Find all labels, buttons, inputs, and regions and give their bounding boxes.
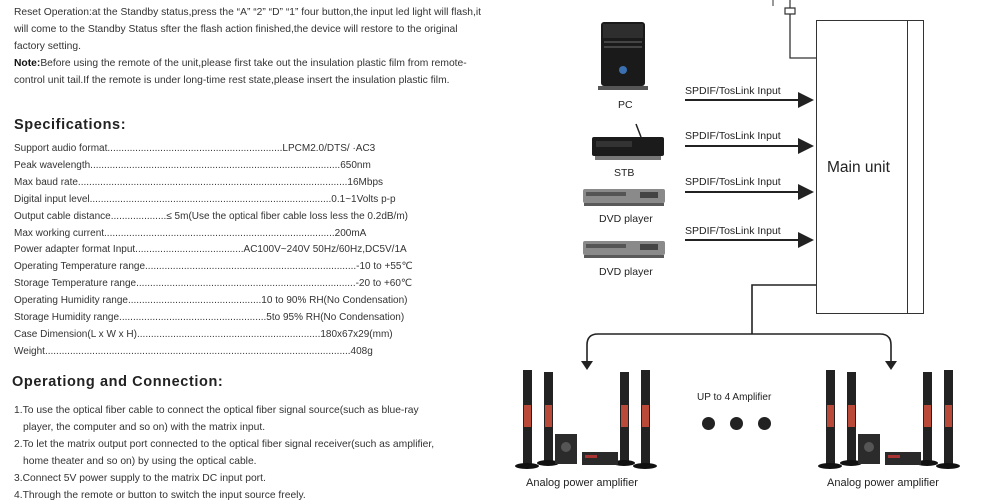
spec-row: Storage Humidity range..................… <box>14 312 405 323</box>
operation-line: 2.To let the matrix output port connecte… <box>14 439 435 450</box>
up-to-amplifier-label: UP to 4 Amplifier <box>697 392 772 403</box>
spec-row: Weight..................................… <box>14 345 373 357</box>
spec-row: Case Dimension(L x W x H)...............… <box>14 328 393 340</box>
output-connector <box>586 284 892 363</box>
dvd-player-icon <box>583 189 665 206</box>
home-theater-right-icon <box>818 370 960 469</box>
spec-row: Output cable distance...................… <box>14 210 408 222</box>
reset-operation-text: Reset Operation:at the Standby status,pr… <box>14 7 482 52</box>
note-label: Note: <box>14 58 41 69</box>
amplifier-label-right: Analog power amplifier <box>827 477 939 489</box>
spec-row: Max baud rate...........................… <box>14 176 383 188</box>
specifications-heading: Specifications: <box>14 117 127 133</box>
main-unit-label: Main unit <box>827 159 890 176</box>
power-cable-icon <box>772 0 816 59</box>
operation-line: 1.To use the optical fiber cable to conn… <box>14 405 419 416</box>
spec-row: Operating Humidity range................… <box>14 295 408 307</box>
ellipsis-dot <box>702 417 715 430</box>
spec-row: Peak wavelength.........................… <box>14 159 371 171</box>
spec-row: Max working current.....................… <box>14 227 367 239</box>
operation-line: home theater and so on) by using the opt… <box>23 456 257 467</box>
home-theater-left-icon <box>515 370 657 469</box>
spec-row: Digital input level.....................… <box>14 193 396 205</box>
note-text: Note:Before using the remote of the unit… <box>14 55 484 89</box>
dvd-player-icon <box>583 241 665 258</box>
arrow-down-icon <box>581 361 593 370</box>
spec-row: Operating Temperature range.............… <box>14 261 413 273</box>
note-body: Before using the remote of the unit,plea… <box>14 58 467 86</box>
spec-row: Power adapter format Input..............… <box>14 244 407 256</box>
link-label: SPDIF/TosLink Input <box>685 225 781 237</box>
source-label-stb: STB <box>614 167 635 179</box>
arrow-down-icon <box>885 361 897 370</box>
operation-line: 3.Connect 5V power supply to the matrix … <box>14 473 266 484</box>
ellipsis-dot <box>758 417 771 430</box>
source-label-dvd: DVD player <box>599 213 653 225</box>
intro-paragraph: Reset Operation:at the Standby status,pr… <box>14 4 484 89</box>
amplifier-label-left: Analog power amplifier <box>526 477 638 489</box>
operation-line: 4.Through the remote or button to switch… <box>14 490 306 501</box>
pc-tower-icon <box>598 22 648 90</box>
source-label-dvd: DVD player <box>599 266 653 278</box>
link-label: SPDIF/TosLink Input <box>685 85 781 97</box>
spec-row: Storage Temperature range...............… <box>14 278 413 290</box>
operation-steps: 1.To use the optical fiber cable to conn… <box>14 402 494 504</box>
operation-line: player, the computer and so on) with the… <box>23 422 266 433</box>
spec-row: Support audio format....................… <box>14 143 376 154</box>
ellipsis-dot <box>730 417 743 430</box>
link-label: SPDIF/TosLink Input <box>685 130 781 142</box>
source-label-pc: PC <box>618 99 633 111</box>
link-label: SPDIF/TosLink Input <box>685 176 781 188</box>
operation-heading: Operationg and Connection: <box>12 374 224 390</box>
main-unit-box <box>816 20 924 314</box>
set-top-box-icon <box>592 123 664 160</box>
